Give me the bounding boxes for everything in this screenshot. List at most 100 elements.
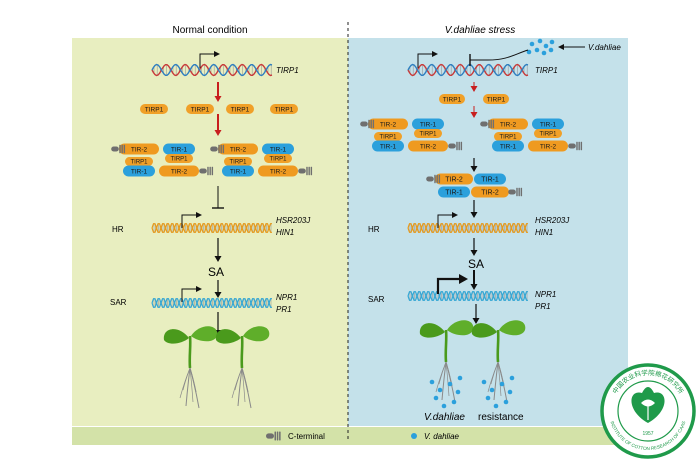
- protein-label: TIR-1: [131, 168, 148, 175]
- protein-shape: [483, 94, 509, 104]
- pathogen-spore: [526, 49, 532, 55]
- normal-condition-title: Normal condition: [172, 25, 247, 36]
- normal-tirp1-gene: [151, 63, 273, 77]
- dna-strand: [151, 298, 272, 308]
- protein-shape: [224, 157, 252, 166]
- c-terminal-stripe: [119, 144, 121, 154]
- protein-shape: [140, 104, 168, 114]
- plant-root: [441, 361, 447, 401]
- arrow-head: [470, 212, 478, 218]
- c-terminal-stripe: [576, 141, 578, 151]
- protein-shape: [264, 154, 292, 163]
- normal-tirp1-promoter-arrowhead: [214, 51, 220, 57]
- stress-sar-gene: [407, 291, 528, 301]
- stress-release-arrow: [470, 158, 478, 172]
- protein-label: TIR-1: [270, 146, 287, 153]
- protein-shape: [471, 186, 509, 198]
- dna-strand: [407, 291, 528, 301]
- dna-strand: [151, 223, 272, 233]
- normal-sar-gene: [151, 298, 272, 308]
- normal-hr-promoter-arrowhead: [196, 212, 202, 218]
- plant-root: [493, 361, 499, 401]
- protein-shape: [412, 118, 444, 130]
- protein-label: TIR-1: [540, 121, 557, 128]
- pathogen-label: V.dahliae: [588, 43, 621, 52]
- normal-expression-arrow: [214, 82, 222, 102]
- arrow-head: [214, 130, 222, 136]
- protein-label: TIR-2: [481, 190, 499, 197]
- protein-shape: [222, 165, 254, 177]
- normal-hr-label: HR: [112, 225, 124, 234]
- arrow-head: [214, 292, 222, 298]
- pathogen-spore-cluster: [526, 38, 555, 56]
- protein-shape: [532, 118, 564, 130]
- protein-label: TIRP1: [269, 157, 287, 163]
- stress-tirp1-gene: [407, 63, 529, 77]
- protein-shape: [374, 132, 402, 141]
- plant-leaf: [447, 320, 474, 336]
- c-terminal-domain: [568, 143, 576, 149]
- pathogen-spore: [548, 47, 554, 53]
- plant-stem: [444, 329, 448, 363]
- c-terminal-domain: [199, 168, 207, 174]
- stress-sar-promoter-arrowhead: [459, 274, 468, 284]
- protein-shape: [534, 129, 562, 138]
- protein-shape: [435, 173, 473, 185]
- protein-shape: [123, 165, 155, 177]
- protein-label: TIR-1: [500, 143, 517, 150]
- protein-shape: [414, 129, 442, 138]
- protein-shape: [262, 143, 294, 155]
- pathogen-spore: [447, 381, 453, 387]
- pathogen-spore: [493, 403, 499, 409]
- pathogen-spore: [529, 41, 535, 47]
- protein-shape: [165, 154, 193, 163]
- c-terminal-stripe: [460, 141, 463, 151]
- pathogen-spore: [429, 379, 435, 385]
- protein-shape: [258, 165, 298, 177]
- arrow-head: [214, 96, 222, 102]
- arrow-head: [470, 86, 478, 92]
- protein-label: TIRP1: [443, 96, 462, 103]
- stress-hr-promoter-arrow: [437, 214, 452, 228]
- dna-strand: [151, 223, 272, 233]
- plant-leaf: [163, 329, 189, 344]
- c-terminal-domain: [508, 189, 516, 195]
- protein-label: TIRP1: [379, 135, 397, 141]
- c-terminal-stripe: [490, 119, 492, 129]
- c-terminal-stripe: [218, 144, 220, 154]
- pathogen-spore: [549, 39, 555, 45]
- pathogen-spore: [509, 375, 515, 381]
- pathogen-spore: [503, 399, 509, 405]
- protein-label: TIR-1: [481, 177, 499, 184]
- plant-leaf: [499, 320, 526, 336]
- normal-tirp1-promoter-arrow: [199, 53, 214, 68]
- stress-hr-promoter-arrowhead: [452, 212, 458, 218]
- c-terminal-legend-label: C-terminal: [288, 432, 325, 441]
- c-terminal-domain: [360, 121, 368, 127]
- pathogen-spore: [534, 47, 540, 53]
- dna-strand: [407, 223, 528, 233]
- pathogen-spore: [451, 399, 457, 405]
- normal-hr-gene: [151, 223, 272, 233]
- protein-label: TIRP1: [231, 106, 250, 113]
- arrow-head: [214, 256, 222, 262]
- normal-sar-promoter-arrow: [181, 288, 196, 302]
- stress-assembly-arrow: [470, 106, 478, 118]
- plant-stem: [496, 329, 500, 363]
- c-terminal-stripe: [578, 141, 580, 151]
- protein-shape: [226, 104, 254, 114]
- normal-hsr203j-label: HSR203J: [276, 216, 311, 225]
- protein-shape: [474, 173, 506, 185]
- protein-label: TIR-2: [230, 146, 247, 153]
- stress-tirp1-protein-row: TIRP1 TIRP1: [439, 94, 509, 104]
- normal-hin1-label: HIN1: [276, 228, 294, 237]
- stress-resistant-plants: [419, 320, 526, 409]
- protein-label: TIRP1: [499, 135, 517, 141]
- pathogen-spore: [437, 387, 443, 393]
- protein-label: TIRP1: [487, 96, 506, 103]
- protein-label: TIR-1: [420, 121, 437, 128]
- protein-label: TIRP1: [191, 106, 210, 113]
- c-terminal-stripe: [279, 431, 281, 441]
